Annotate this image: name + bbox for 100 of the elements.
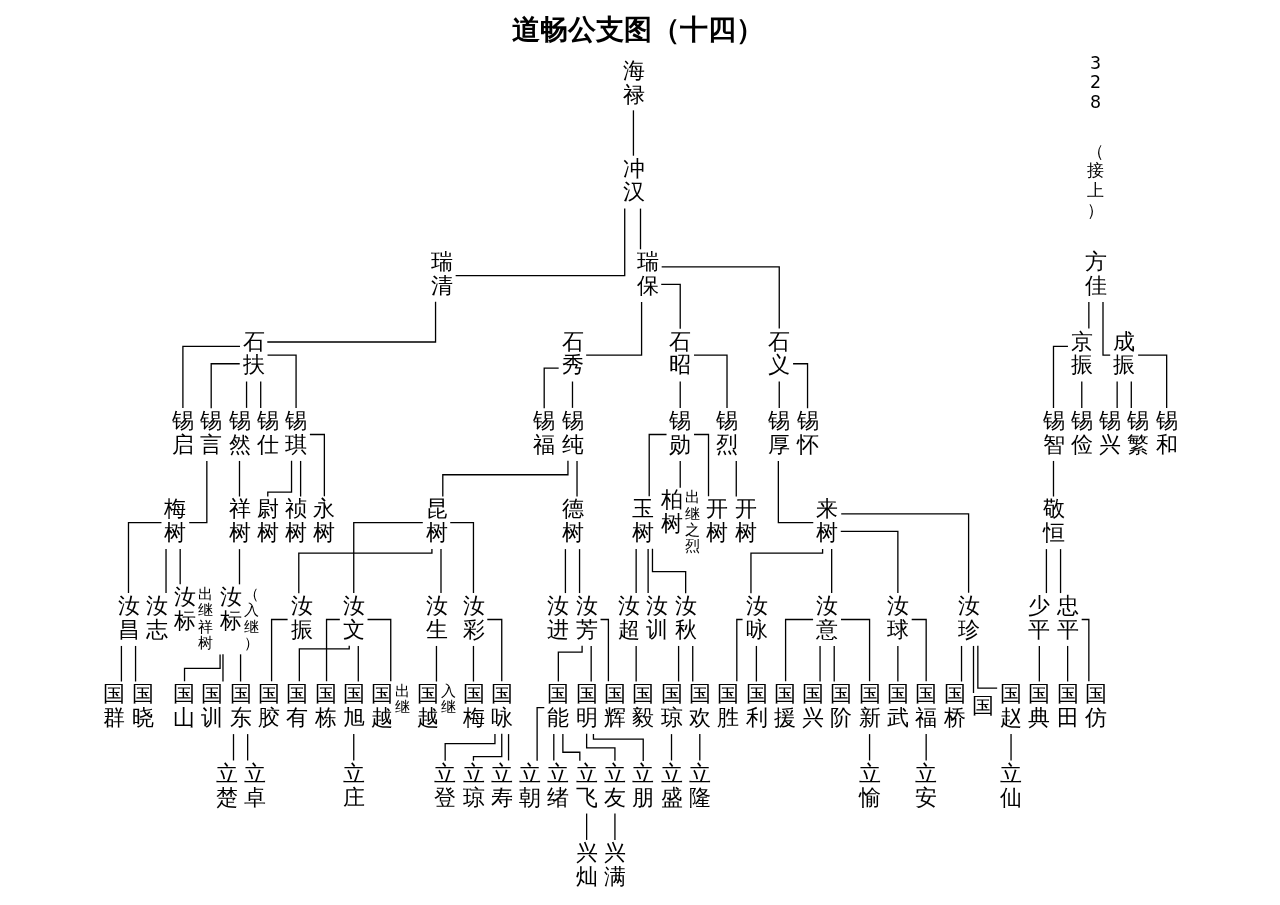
node-text: 兴满 — [603, 839, 626, 889]
connector — [164, 547, 167, 594]
node-text: 锡然 — [228, 407, 251, 457]
connector — [839, 618, 870, 682]
connector — [571, 380, 573, 409]
connector — [578, 547, 580, 594]
connector — [120, 644, 122, 682]
connector — [179, 547, 181, 585]
connector — [308, 433, 325, 497]
node-text: 汝彩 — [462, 592, 485, 642]
node-text: 汝振 — [290, 592, 313, 642]
connector — [444, 732, 496, 761]
node-text: 瑞清 — [430, 248, 453, 298]
node-text: 立琼 — [462, 760, 485, 809]
connector — [677, 644, 679, 682]
node-text: 立盛 — [660, 760, 683, 809]
connector — [266, 300, 436, 343]
node-text: 汝昌 — [117, 592, 140, 642]
node-text: 汝珍 — [957, 592, 980, 642]
connector — [635, 644, 637, 682]
node-label: 出继祥树 — [197, 584, 213, 652]
node-text: 锡兴 — [1098, 407, 1121, 457]
connector — [599, 618, 609, 682]
node-text: 国典 — [1027, 680, 1050, 730]
connector — [691, 644, 693, 682]
connector — [297, 547, 433, 594]
connector — [925, 732, 927, 761]
node-text: 立仙 — [999, 760, 1022, 809]
connector — [352, 732, 354, 761]
connector — [210, 362, 240, 409]
connector — [1052, 345, 1069, 409]
node-text: 尉树 — [256, 495, 279, 545]
connector — [238, 459, 240, 497]
node-label: （入继） — [243, 584, 259, 652]
node-text: 柏树 — [660, 486, 683, 536]
connector — [651, 547, 686, 594]
connector — [660, 265, 780, 329]
connector — [592, 732, 644, 762]
connector — [679, 380, 681, 409]
node-text: 德树 — [561, 495, 584, 545]
connector — [357, 644, 359, 682]
node-text: 锡纯 — [561, 407, 584, 457]
connector — [441, 459, 569, 497]
node-text: 国咏 — [490, 680, 513, 730]
node-text: 国辉 — [603, 680, 626, 730]
node-text: 国东 — [229, 680, 252, 730]
connector — [639, 207, 641, 250]
connector — [778, 380, 780, 409]
node-text: 国山 — [172, 680, 195, 730]
node-text: 石义 — [767, 328, 790, 377]
connector — [590, 644, 592, 682]
node-text: 祯树 — [284, 495, 307, 545]
node-label: 出继之烈 — [684, 487, 700, 555]
connector — [221, 653, 224, 682]
node-text: 来树 — [815, 495, 838, 545]
connector — [543, 366, 559, 409]
connector — [439, 547, 442, 594]
node-text: 立朝 — [518, 760, 541, 809]
node-text: 国毅 — [631, 680, 654, 730]
node-text: 京振 — [1070, 328, 1093, 377]
connector — [366, 618, 391, 682]
connector — [507, 732, 509, 761]
connector — [1136, 353, 1167, 409]
connector — [692, 433, 709, 497]
connector — [298, 644, 350, 682]
node-text: 石扶 — [242, 328, 265, 377]
node-text: 昆树 — [425, 495, 448, 545]
connector — [755, 644, 757, 682]
node-label: 出继 — [394, 681, 410, 716]
node-text: 国援 — [773, 680, 796, 730]
label: （接上） — [1086, 140, 1104, 220]
node-text: 立安 — [914, 760, 937, 809]
node-text: 汝标 — [219, 583, 242, 633]
node-text: 立飞 — [575, 760, 598, 809]
connector — [535, 706, 545, 761]
node-text: 汝进 — [546, 592, 569, 642]
node-text: 国梅 — [462, 680, 485, 730]
node-text: 汝咏 — [745, 592, 768, 642]
node-text: 锡厚 — [767, 407, 790, 457]
node-text: 锡和 — [1155, 407, 1178, 457]
connector — [735, 618, 743, 682]
node-text: 立庄 — [342, 760, 365, 809]
node-text: 锡俭 — [1070, 407, 1093, 457]
connector — [960, 644, 962, 682]
node-text: 国能 — [546, 680, 569, 730]
connector — [557, 644, 583, 682]
node-text: 永树 — [312, 495, 335, 545]
connector — [1130, 380, 1132, 409]
node-text: 方佳 — [1084, 248, 1107, 298]
node-text: 石秀 — [561, 328, 584, 377]
node-text: 忠平 — [1056, 592, 1079, 642]
connector — [259, 380, 261, 409]
node-text: 海禄 — [622, 57, 645, 106]
node-text: 国欢 — [688, 680, 711, 730]
connector — [784, 618, 814, 682]
node-text: 锡琪 — [284, 407, 307, 457]
connector — [246, 732, 248, 761]
connector — [840, 512, 969, 593]
connector — [632, 109, 634, 156]
connector — [352, 521, 423, 594]
